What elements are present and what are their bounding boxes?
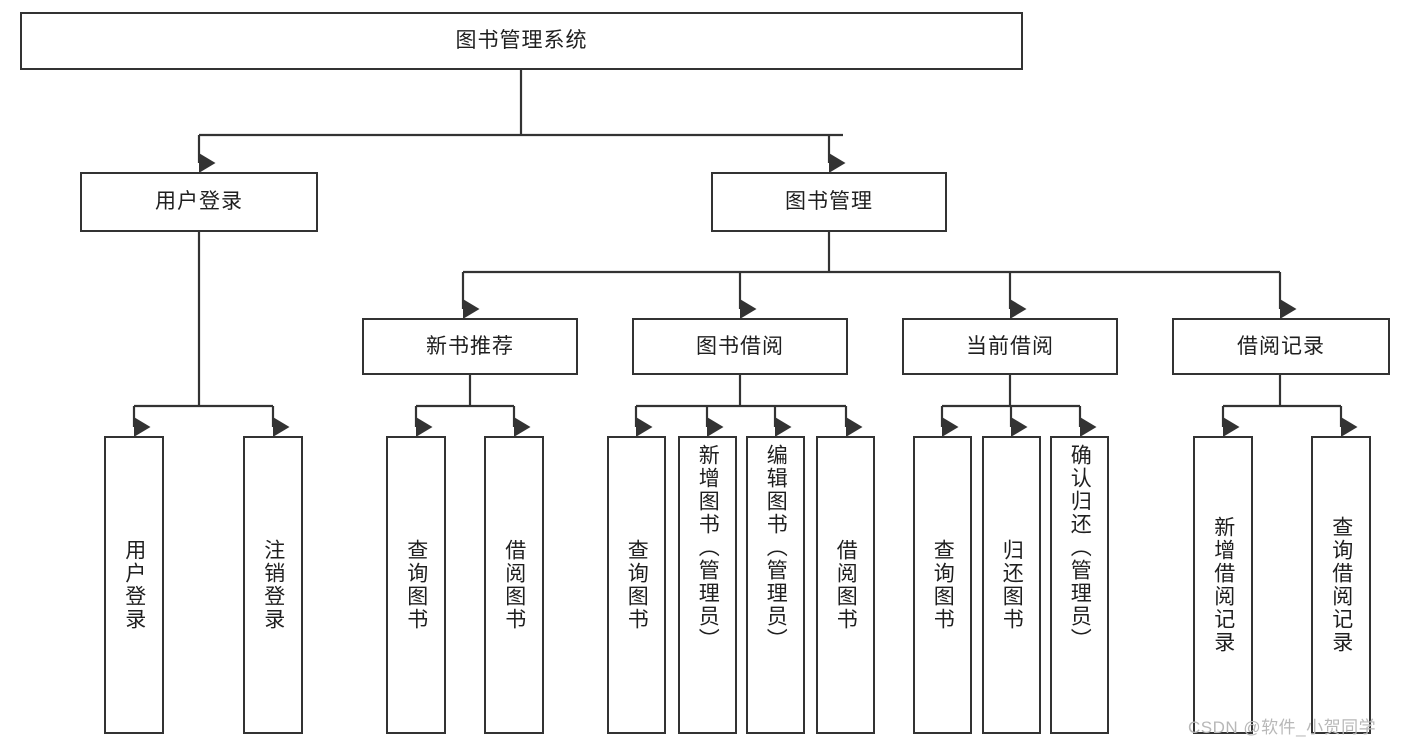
leaf-edit-book-label: 编辑图书（管理员） <box>764 444 788 651</box>
leaf-return-book-label: 归还图书 <box>1000 539 1024 631</box>
leaf-query-book-1-label: 查询图书 <box>404 539 428 631</box>
node-user-login-label: 用户登录 <box>155 190 243 214</box>
node-new-book-rec[interactable]: 新书推荐 <box>362 318 578 375</box>
leaf-query-book-3[interactable]: 查询图书 <box>913 436 972 734</box>
node-root[interactable]: 图书管理系统 <box>20 12 1023 70</box>
node-current-borrow-label: 当前借阅 <box>966 334 1054 358</box>
leaf-borrow-book-1-label: 借阅图书 <box>502 539 526 631</box>
node-book-manage[interactable]: 图书管理 <box>711 172 947 232</box>
leaf-query-record[interactable]: 查询借阅记录 <box>1311 436 1371 734</box>
leaf-query-book-3-label: 查询图书 <box>931 539 955 631</box>
node-book-manage-label: 图书管理 <box>785 190 873 214</box>
leaf-borrow-book-2[interactable]: 借阅图书 <box>816 436 875 734</box>
leaf-borrow-book-2-label: 借阅图书 <box>834 539 858 631</box>
leaf-logout-label: 注销登录 <box>261 539 285 631</box>
leaf-user-login-label: 用户登录 <box>122 539 146 631</box>
leaf-logout[interactable]: 注销登录 <box>243 436 303 734</box>
leaf-user-login[interactable]: 用户登录 <box>104 436 164 734</box>
leaf-return-book[interactable]: 归还图书 <box>982 436 1041 734</box>
leaf-query-record-label: 查询借阅记录 <box>1329 516 1353 654</box>
csdn-watermark: CSDN @软件_小贺同学 <box>1188 718 1377 737</box>
node-root-label: 图书管理系统 <box>455 29 588 53</box>
leaf-add-book[interactable]: 新增图书（管理员） <box>678 436 737 734</box>
leaf-add-book-label: 新增图书（管理员） <box>696 444 720 651</box>
leaf-add-record[interactable]: 新增借阅记录 <box>1193 436 1253 734</box>
leaf-query-book-2[interactable]: 查询图书 <box>607 436 666 734</box>
node-book-borrow-label: 图书借阅 <box>696 334 784 358</box>
node-book-borrow[interactable]: 图书借阅 <box>632 318 848 375</box>
node-borrow-record-label: 借阅记录 <box>1237 334 1325 358</box>
leaf-query-book-1[interactable]: 查询图书 <box>386 436 446 734</box>
leaf-confirm-return-label: 确认归还（管理员） <box>1068 444 1092 651</box>
leaf-query-book-2-label: 查询图书 <box>625 539 649 631</box>
leaf-edit-book[interactable]: 编辑图书（管理员） <box>746 436 805 734</box>
node-user-login[interactable]: 用户登录 <box>80 172 318 232</box>
node-borrow-record[interactable]: 借阅记录 <box>1172 318 1390 375</box>
leaf-confirm-return[interactable]: 确认归还（管理员） <box>1050 436 1109 734</box>
leaf-add-record-label: 新增借阅记录 <box>1211 516 1235 654</box>
node-new-book-rec-label: 新书推荐 <box>426 334 514 358</box>
node-current-borrow[interactable]: 当前借阅 <box>902 318 1118 375</box>
leaf-borrow-book-1[interactable]: 借阅图书 <box>484 436 544 734</box>
